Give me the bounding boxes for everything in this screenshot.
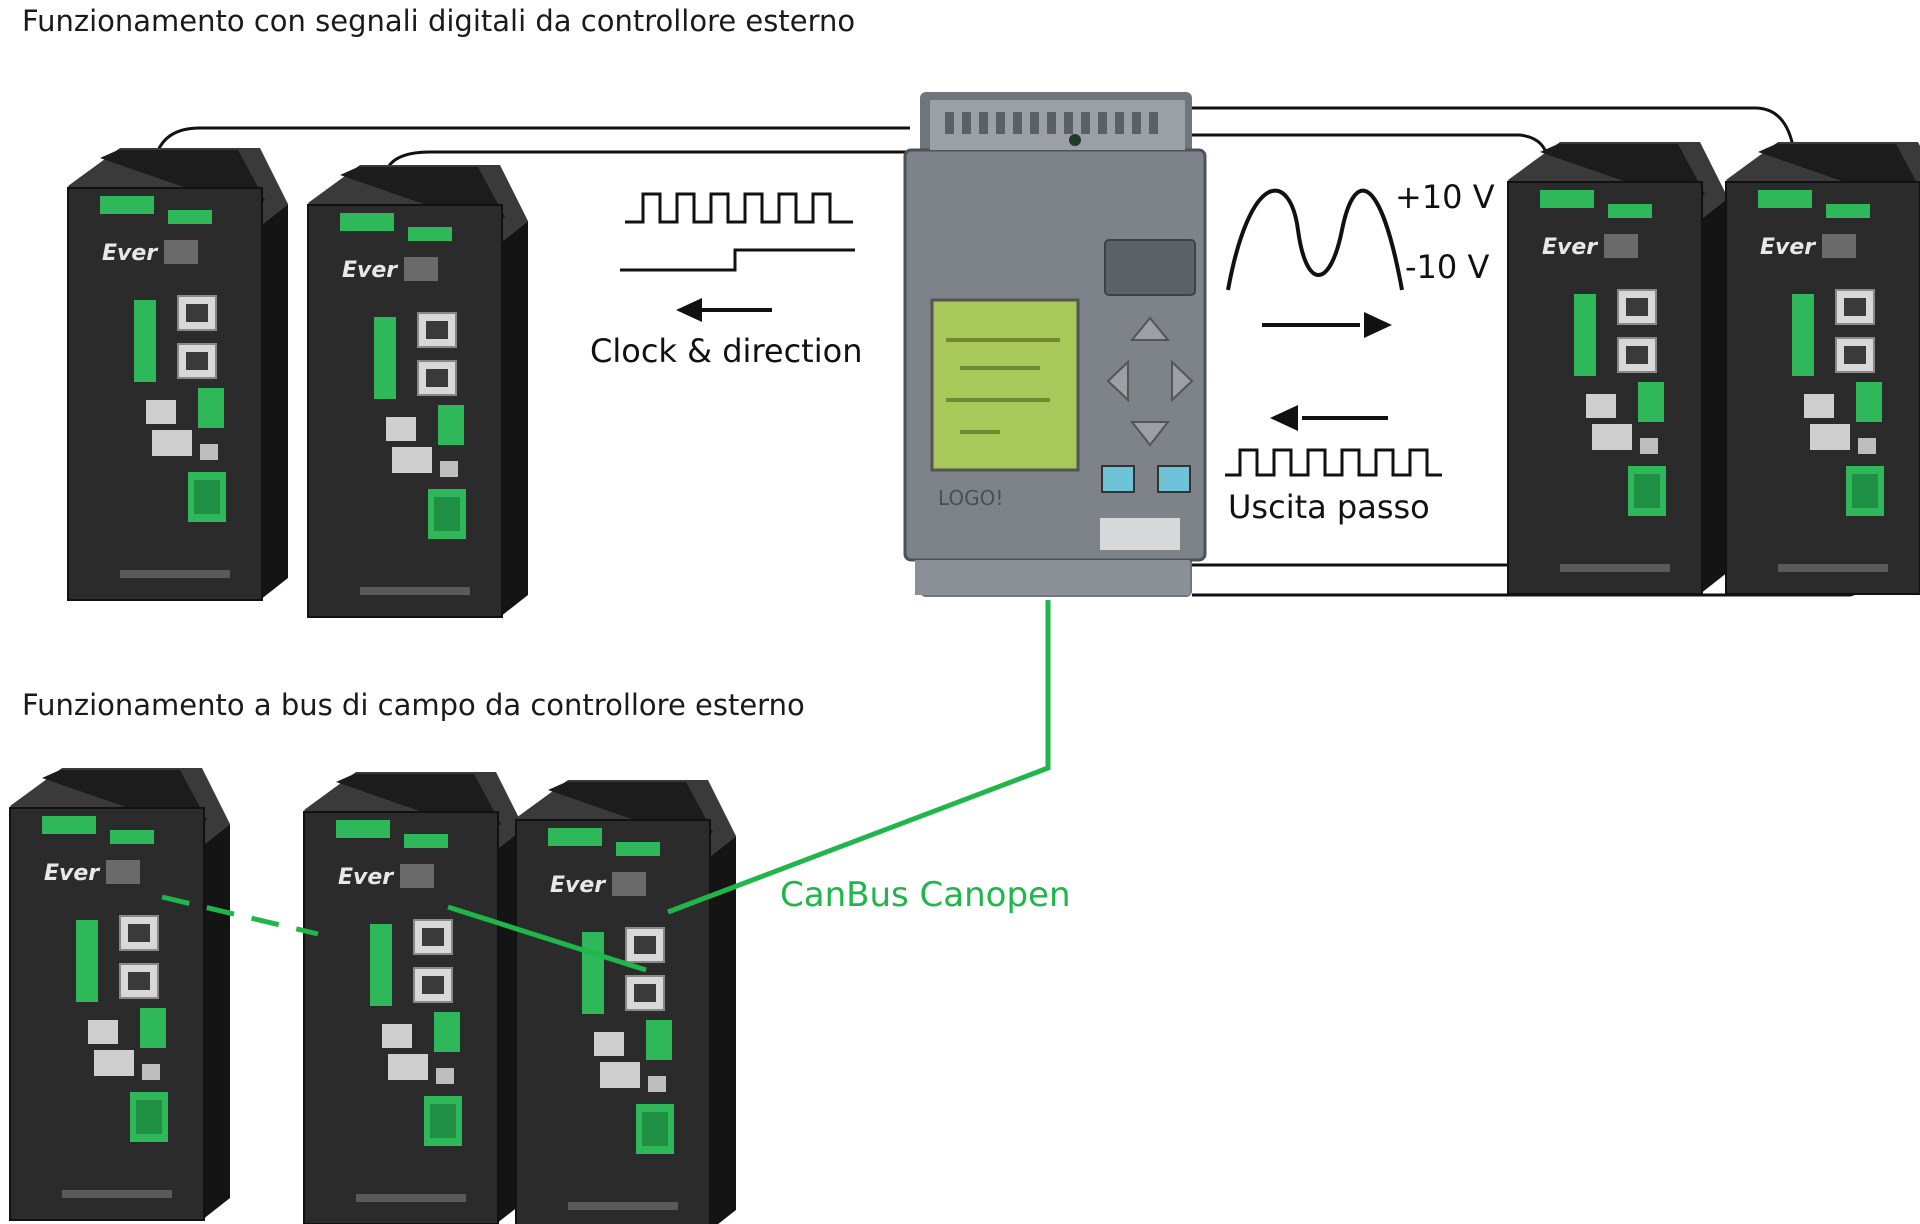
servo-drive-top-right-1 <box>1507 141 1729 595</box>
servo-drive-top-left-1 <box>67 147 289 601</box>
servo-drive-fieldbus-1 <box>9 767 231 1221</box>
servo-drive-top-left-2 <box>307 164 529 618</box>
label-step-output: Uscita passo <box>1228 488 1430 526</box>
plc-controller: LOGO! <box>903 92 1207 597</box>
heading-fieldbus: Funzionamento a bus di campo da controll… <box>22 688 805 722</box>
canbus-wiring <box>161 600 1051 973</box>
label-minus-10v: -10 V <box>1405 248 1490 286</box>
arrow-right-icon <box>1262 312 1392 338</box>
heading-digital-signals: Funzionamento con segnali digitali da co… <box>22 4 856 38</box>
label-canbus: CanBus Canopen <box>780 875 1071 915</box>
arrow-left-icon <box>1270 405 1388 431</box>
pulse-train-symbol <box>625 192 853 224</box>
servo-drive-fieldbus-2 <box>303 771 525 1224</box>
label-plus-10v: +10 V <box>1395 178 1495 216</box>
direction-signal-symbol <box>620 248 855 272</box>
servo-drive-top-right-2 <box>1725 141 1920 595</box>
step-output-pulse-symbol <box>1225 448 1442 477</box>
plc-brand-label: LOGO! <box>938 486 1003 510</box>
arrow-left-icon <box>676 298 772 322</box>
servo-drive-fieldbus-3 <box>515 779 737 1224</box>
analog-sine-symbol <box>1226 188 1404 291</box>
label-clock-direction: Clock & direction <box>590 332 863 370</box>
